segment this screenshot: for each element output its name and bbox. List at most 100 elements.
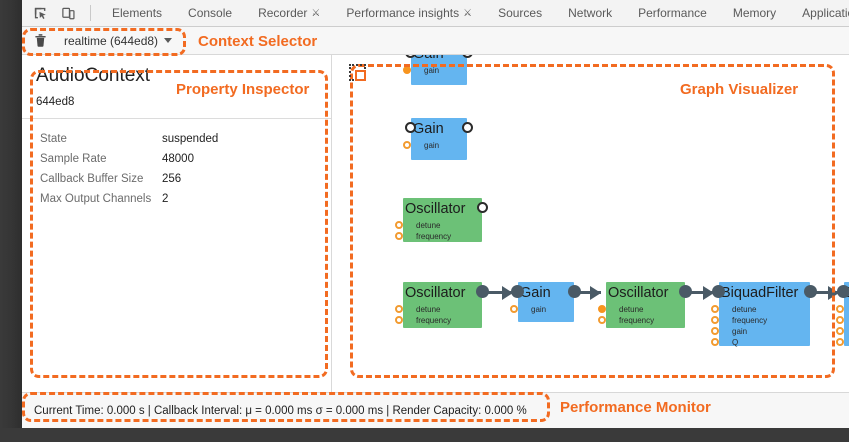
graph-node-label: Oscillator: [405, 284, 466, 301]
graph-node-input-port[interactable]: [712, 285, 725, 298]
graph-node-label: Gain: [413, 120, 444, 137]
property-key: Callback Buffer Size: [40, 173, 144, 185]
trash-icon[interactable]: [30, 31, 50, 51]
graph-node-param: fre: [836, 315, 849, 326]
audio-param-port[interactable]: [395, 305, 403, 313]
tab-sources[interactable]: Sources: [485, 0, 555, 27]
table-row: State suspended: [40, 129, 331, 149]
tab-recorder[interactable]: Recorder ⚔: [245, 0, 333, 27]
graph-node-gain-chain[interactable]: Gain gain: [510, 282, 581, 322]
graph-node-input-port[interactable]: [837, 285, 849, 298]
tab-console[interactable]: Console: [175, 0, 245, 27]
devtools-tabs: Elements Console Recorder ⚔ Performance …: [99, 0, 849, 27]
audio-param-port[interactable]: [711, 316, 719, 324]
graph-visualizer-pane[interactable]: GaingainGaingainOscillatordetunefrequenc…: [333, 55, 849, 392]
graph-node-param: de: [836, 304, 849, 315]
graph-node-input-port[interactable]: [405, 122, 416, 133]
audio-param-port[interactable]: [836, 338, 844, 346]
graph-edge-arrowhead: [590, 285, 601, 300]
table-row: Max Output Channels 2: [40, 189, 331, 209]
audio-param-port[interactable]: [711, 327, 719, 335]
graph-node-param: detune: [711, 304, 810, 315]
audio-param-port[interactable]: [598, 305, 606, 313]
os-window-gutter: [0, 0, 22, 442]
audio-param-port[interactable]: [395, 232, 403, 240]
context-selector-dropdown[interactable]: realtime (644ed8): [60, 33, 176, 49]
device-toolbar-icon[interactable]: [56, 2, 80, 24]
graph-node-params: gain: [510, 303, 574, 318]
graph-node-label: Gain: [520, 284, 551, 301]
audio-param-port[interactable]: [598, 316, 606, 324]
graph-node-param: frequency: [711, 315, 810, 326]
context-id-label: 644ed8: [36, 96, 75, 108]
graph-node-params: gain: [403, 139, 467, 154]
property-key: Max Output Channels: [40, 193, 152, 205]
annotation-label-performance-monitor: Performance Monitor: [560, 399, 711, 416]
audio-param-port[interactable]: [836, 305, 844, 313]
graph-node-param: gain: [403, 65, 467, 76]
audio-param-port[interactable]: [711, 305, 719, 313]
graph-node-output-port[interactable]: [462, 122, 473, 133]
graph-node-params: gain: [403, 64, 467, 79]
audio-param-port[interactable]: [403, 66, 411, 74]
graph-node-param: frequency: [395, 315, 482, 326]
tab-elements-label: Elements: [112, 6, 163, 20]
tab-network-label: Network: [568, 6, 613, 20]
property-inspector-pane: AudioContext 644ed8 State suspended Samp…: [22, 55, 332, 392]
graph-node-output-port[interactable]: [568, 285, 581, 298]
tab-recorder-label: Recorder: [258, 6, 308, 20]
audio-param-port[interactable]: [836, 327, 844, 335]
graph-node-param: frequency: [395, 231, 482, 242]
audio-param-port[interactable]: [395, 316, 403, 324]
audio-param-port[interactable]: [836, 316, 844, 324]
tab-performance[interactable]: Performance: [625, 0, 720, 27]
property-key: State: [40, 133, 67, 145]
graph-node-gain-second[interactable]: Gain gain: [403, 118, 473, 160]
graph-node-param: Q: [836, 337, 849, 348]
graph-node-param: detune: [598, 304, 685, 315]
audio-param-port[interactable]: [510, 305, 518, 313]
graph-node-output-port[interactable]: [477, 202, 488, 213]
tab-performance-label: Performance: [638, 6, 707, 20]
graph-node-output-port[interactable]: [804, 285, 817, 298]
tab-application-label: Applicatio: [802, 6, 849, 20]
performance-monitor-bar: Current Time: 0.000 s | Callback Interva…: [22, 392, 849, 428]
graph-canvas[interactable]: GaingainGaingainOscillatordetunefrequenc…: [333, 55, 849, 392]
inspect-element-icon[interactable]: [28, 2, 52, 24]
audio-param-port[interactable]: [403, 141, 411, 149]
tab-elements[interactable]: Elements: [99, 0, 175, 27]
selection-handle-icon[interactable]: [349, 64, 366, 81]
tab-network[interactable]: Network: [555, 0, 625, 27]
graph-node-param: gain: [403, 140, 467, 151]
tab-console-label: Console: [188, 6, 233, 20]
tab-performance-insights[interactable]: Performance insights ⚔: [333, 0, 485, 27]
graph-node-input-port[interactable]: [511, 285, 524, 298]
tabbar-icon-group: [22, 2, 99, 24]
graph-node-label: Oscillator: [405, 200, 466, 217]
audio-param-port[interactable]: [711, 338, 719, 346]
graph-node-biquadfilter-2[interactable]: BdefregaQ: [836, 282, 849, 348]
devtools-window: Elements Console Recorder ⚔ Performance …: [22, 0, 849, 428]
graph-node-label: Oscillator: [608, 284, 669, 301]
table-row: Sample Rate 48000: [40, 149, 331, 169]
annotation-label-graph-visualizer: Graph Visualizer: [680, 81, 799, 98]
tab-memory[interactable]: Memory: [720, 0, 789, 27]
graph-edge-arrowhead: [703, 285, 714, 300]
table-row: Callback Buffer Size 256: [40, 169, 331, 189]
property-value: 256: [162, 173, 182, 185]
os-window-bottom-edge: [0, 428, 849, 442]
tab-application[interactable]: Applicatio: [789, 0, 849, 27]
graph-node-output-port[interactable]: [476, 285, 489, 298]
graph-node-output-port[interactable]: [679, 285, 692, 298]
trash-glyph: [34, 34, 46, 47]
performance-monitor-text: Current Time: 0.000 s | Callback Interva…: [34, 404, 527, 417]
audio-param-port[interactable]: [395, 221, 403, 229]
